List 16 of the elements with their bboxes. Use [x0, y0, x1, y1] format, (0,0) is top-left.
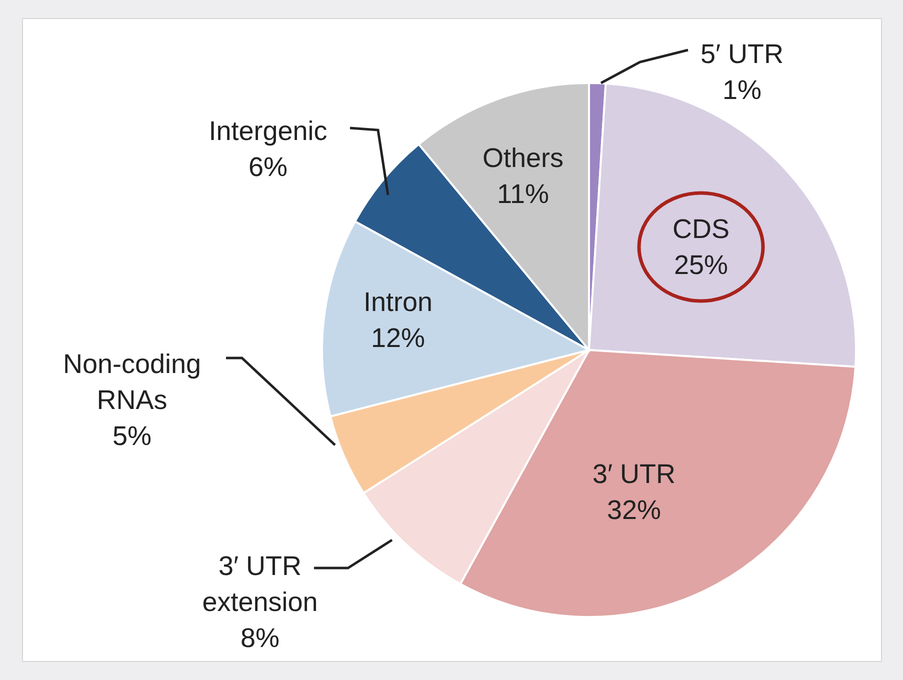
- value-label: 12%: [370, 322, 426, 355]
- category-label: Others: [481, 142, 565, 175]
- value-label: 8%: [239, 622, 281, 655]
- value-label: 5%: [111, 420, 153, 453]
- category-label: Intron: [362, 286, 434, 319]
- value-label: 1%: [721, 74, 763, 107]
- category-label: Non-coding RNAs: [62, 348, 202, 417]
- category-label: 3′ UTR: [591, 458, 677, 491]
- value-label: 32%: [606, 494, 662, 527]
- category-label: 3′ UTR extension: [201, 550, 319, 619]
- category-label: 5′ UTR: [699, 38, 785, 71]
- value-label: 25%: [672, 249, 730, 282]
- category-label: CDS: [671, 213, 730, 246]
- value-label: 11%: [496, 178, 550, 211]
- value-label: 6%: [247, 151, 289, 184]
- category-label: Intergenic: [208, 115, 328, 148]
